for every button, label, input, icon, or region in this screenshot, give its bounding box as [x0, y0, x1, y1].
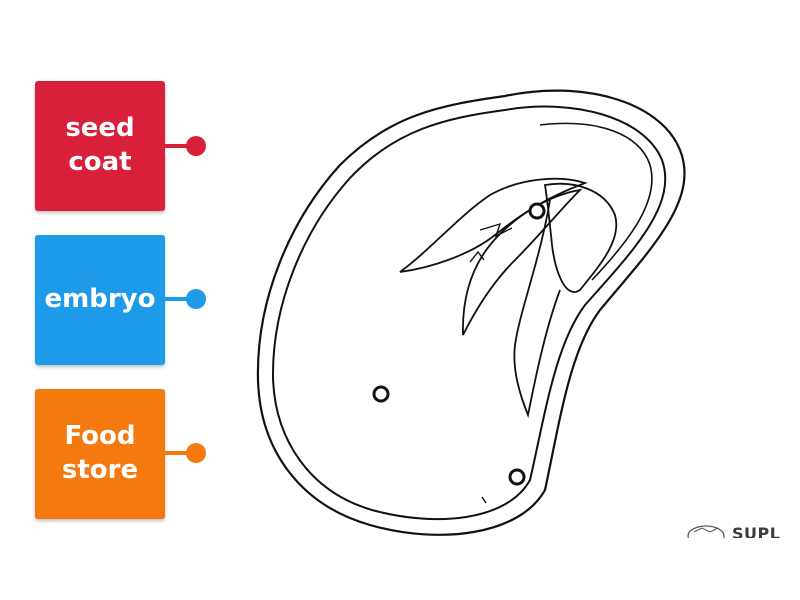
plumule-leaf-2	[462, 188, 583, 336]
connector-line	[165, 297, 191, 301]
brand-watermark: SUPL	[684, 518, 794, 538]
seed-diagram	[256, 89, 686, 536]
embryo-radicle	[543, 182, 618, 293]
target-food-store[interactable]	[372, 385, 390, 403]
brand-name: SUPL	[732, 524, 781, 538]
plumule-vein	[469, 222, 513, 263]
connector-knob[interactable]	[186, 136, 206, 156]
brand-logo-icon	[687, 525, 725, 538]
seed-coat-break	[481, 496, 487, 504]
label-text: embryo	[44, 284, 156, 315]
label-card-embryo[interactable]: embryo	[35, 235, 165, 365]
embryo-axis	[513, 199, 561, 419]
seed-coat-outer	[256, 89, 686, 536]
target-seed-coat[interactable]	[508, 468, 526, 486]
connector-line	[165, 451, 191, 455]
seed-coat-edge	[539, 122, 653, 281]
seed-coat-inner	[271, 105, 667, 521]
connector-line	[165, 144, 191, 148]
target-embryo[interactable]	[528, 202, 546, 220]
connector-knob[interactable]	[186, 289, 206, 309]
connector-knob[interactable]	[186, 443, 206, 463]
plumule-leaf-1	[399, 177, 588, 273]
